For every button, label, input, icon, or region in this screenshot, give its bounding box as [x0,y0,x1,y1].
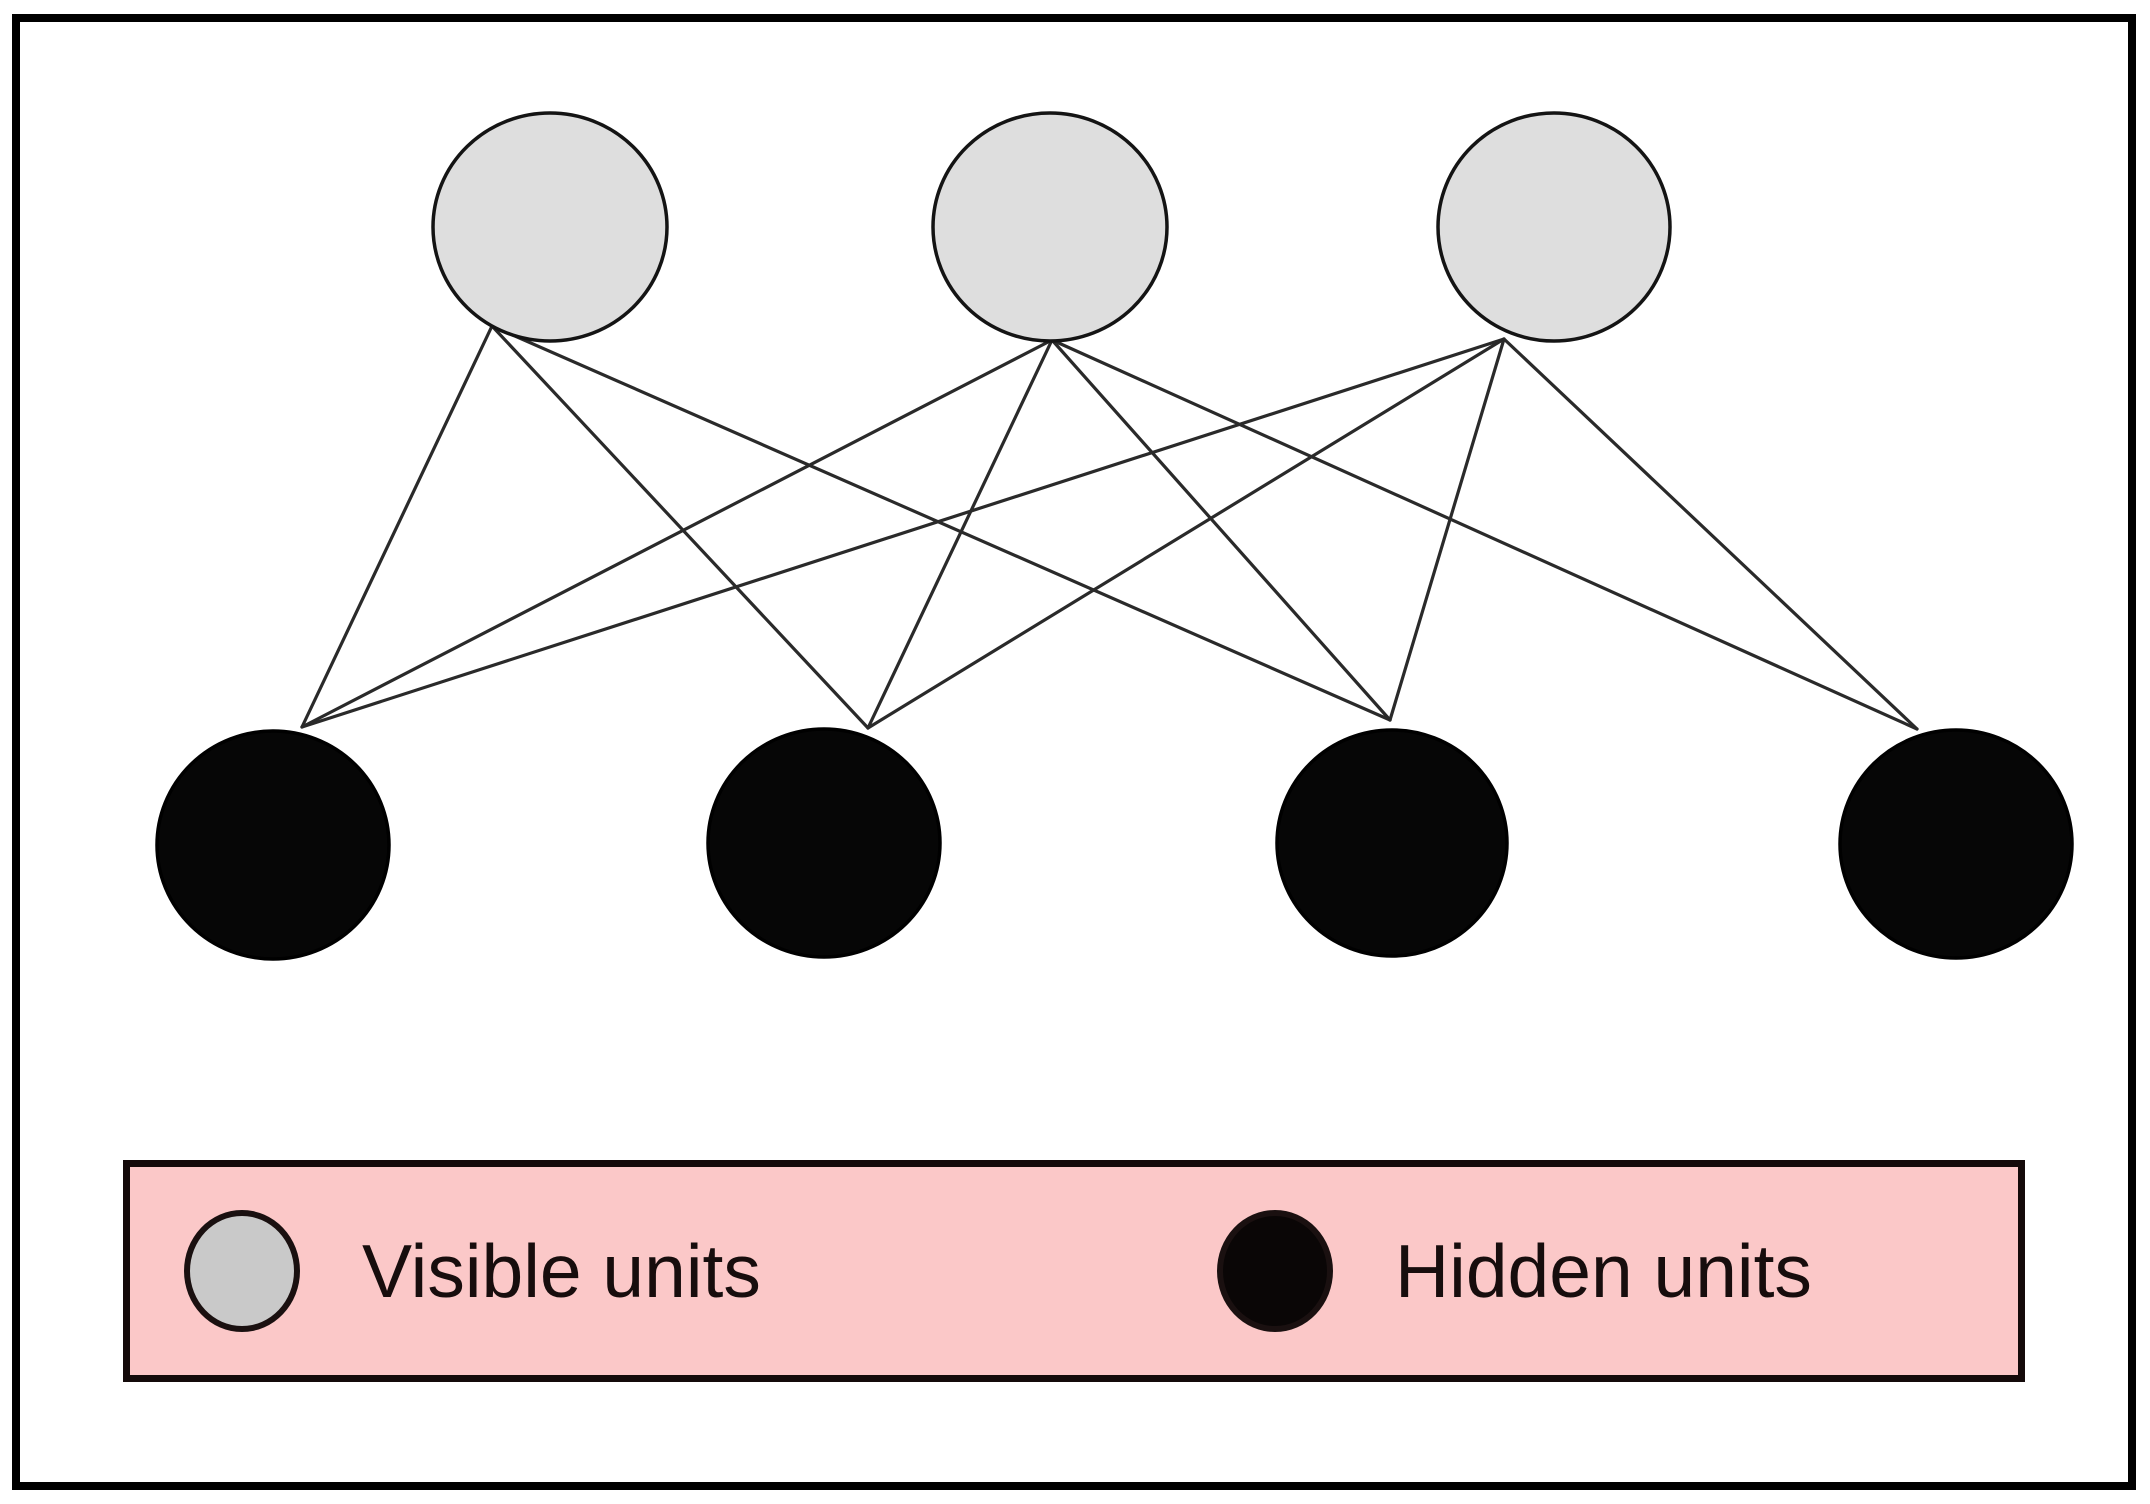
edge-v1-h2 [490,324,870,730]
hidden-units-label: Hidden units [1395,1228,1812,1313]
hidden-unit-h2 [706,727,942,959]
visible-unit-swatch [184,1210,300,1332]
edge-v3-h1 [300,337,1506,729]
visible-unit-v3 [1436,111,1672,343]
legend: Visible units Hidden units [123,1160,2025,1382]
edge-v3-h2 [866,337,1506,730]
edges-layer [300,324,1919,731]
edge-v2-h3 [1050,338,1392,722]
visible-unit-v2 [931,111,1169,343]
hidden-unit-swatch [1217,1210,1333,1332]
edge-v2-h1 [300,338,1054,729]
hidden-unit-h1 [155,729,391,961]
edge-v1-h1 [300,324,494,729]
visible-unit-v1 [431,111,669,343]
edge-v2-h4 [1050,338,1919,731]
hidden-unit-h3 [1275,728,1509,958]
edge-v2-h2 [866,338,1054,730]
nodes-layer [155,111,2074,961]
edge-v1-h3 [490,324,1392,722]
visible-units-label: Visible units [362,1228,761,1313]
legend-item-hidden-units: Hidden units [1217,1167,1812,1375]
edge-v3-h3 [1388,337,1506,722]
hidden-unit-h4 [1838,728,2074,960]
legend-item-visible-units: Visible units [184,1167,761,1375]
edge-v3-h4 [1502,337,1919,731]
